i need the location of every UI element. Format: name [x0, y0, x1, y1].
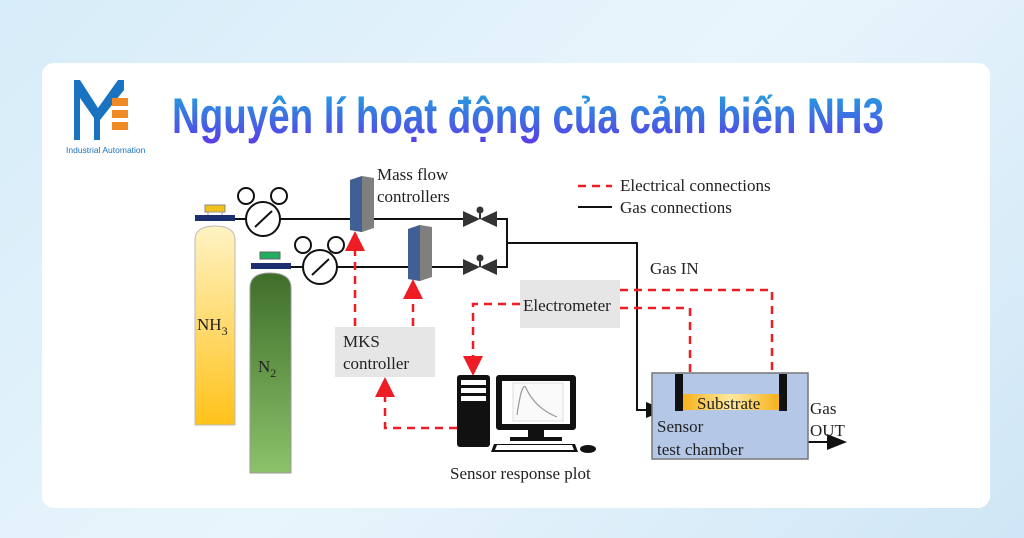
chamber-label-1: Sensor [657, 417, 704, 436]
nh3-label: NH3 [197, 315, 228, 338]
mks-label-2: controller [343, 354, 409, 373]
chamber-label-2: test chamber [657, 440, 744, 459]
page-title: Nguyên lí hoạt động của cảm biến NH3 [172, 88, 884, 144]
mass-flow-controller-1 [350, 176, 374, 232]
mks-controller-box [335, 327, 435, 377]
response-curve [516, 386, 558, 418]
gas-out-label-2: OUT [810, 421, 846, 440]
legend: Electrical connections Gas connections [578, 176, 771, 217]
company-logo: Industrial Automation [66, 80, 146, 155]
valve-icon [463, 206, 497, 227]
pressure-gauge-icon [237, 187, 288, 237]
electrometer-box [520, 280, 620, 328]
n2-label: N2 [258, 357, 276, 380]
plot-label: Sensor response plot [450, 464, 591, 483]
electrical-lines [345, 231, 774, 430]
mks-label-1: MKS [343, 332, 380, 351]
nh3-cylinder: NH3 [194, 204, 236, 426]
substrate [683, 394, 779, 410]
gas-out-label-1: Gas [810, 399, 836, 418]
pressure-gauge-icon [294, 236, 345, 285]
n2-cylinder: N2 [249, 251, 292, 474]
substrate-label: Substrate [697, 394, 760, 413]
valve-icon [463, 254, 497, 275]
mfc-label-2: controllers [377, 187, 450, 206]
mass-flow-controller-2 [408, 225, 432, 281]
gas-in-label: Gas IN [650, 259, 699, 278]
legend-gas: Gas connections [620, 198, 732, 217]
logo-caption: Industrial Automation [66, 145, 146, 155]
legend-electrical: Electrical connections [620, 176, 771, 195]
mfc-label-1: Mass flow [377, 165, 449, 184]
computer-icon [457, 375, 596, 453]
electrometer-label: Electrometer [523, 296, 611, 315]
sensor-test-chamber: Substrate Sensor test chamber [651, 372, 809, 460]
